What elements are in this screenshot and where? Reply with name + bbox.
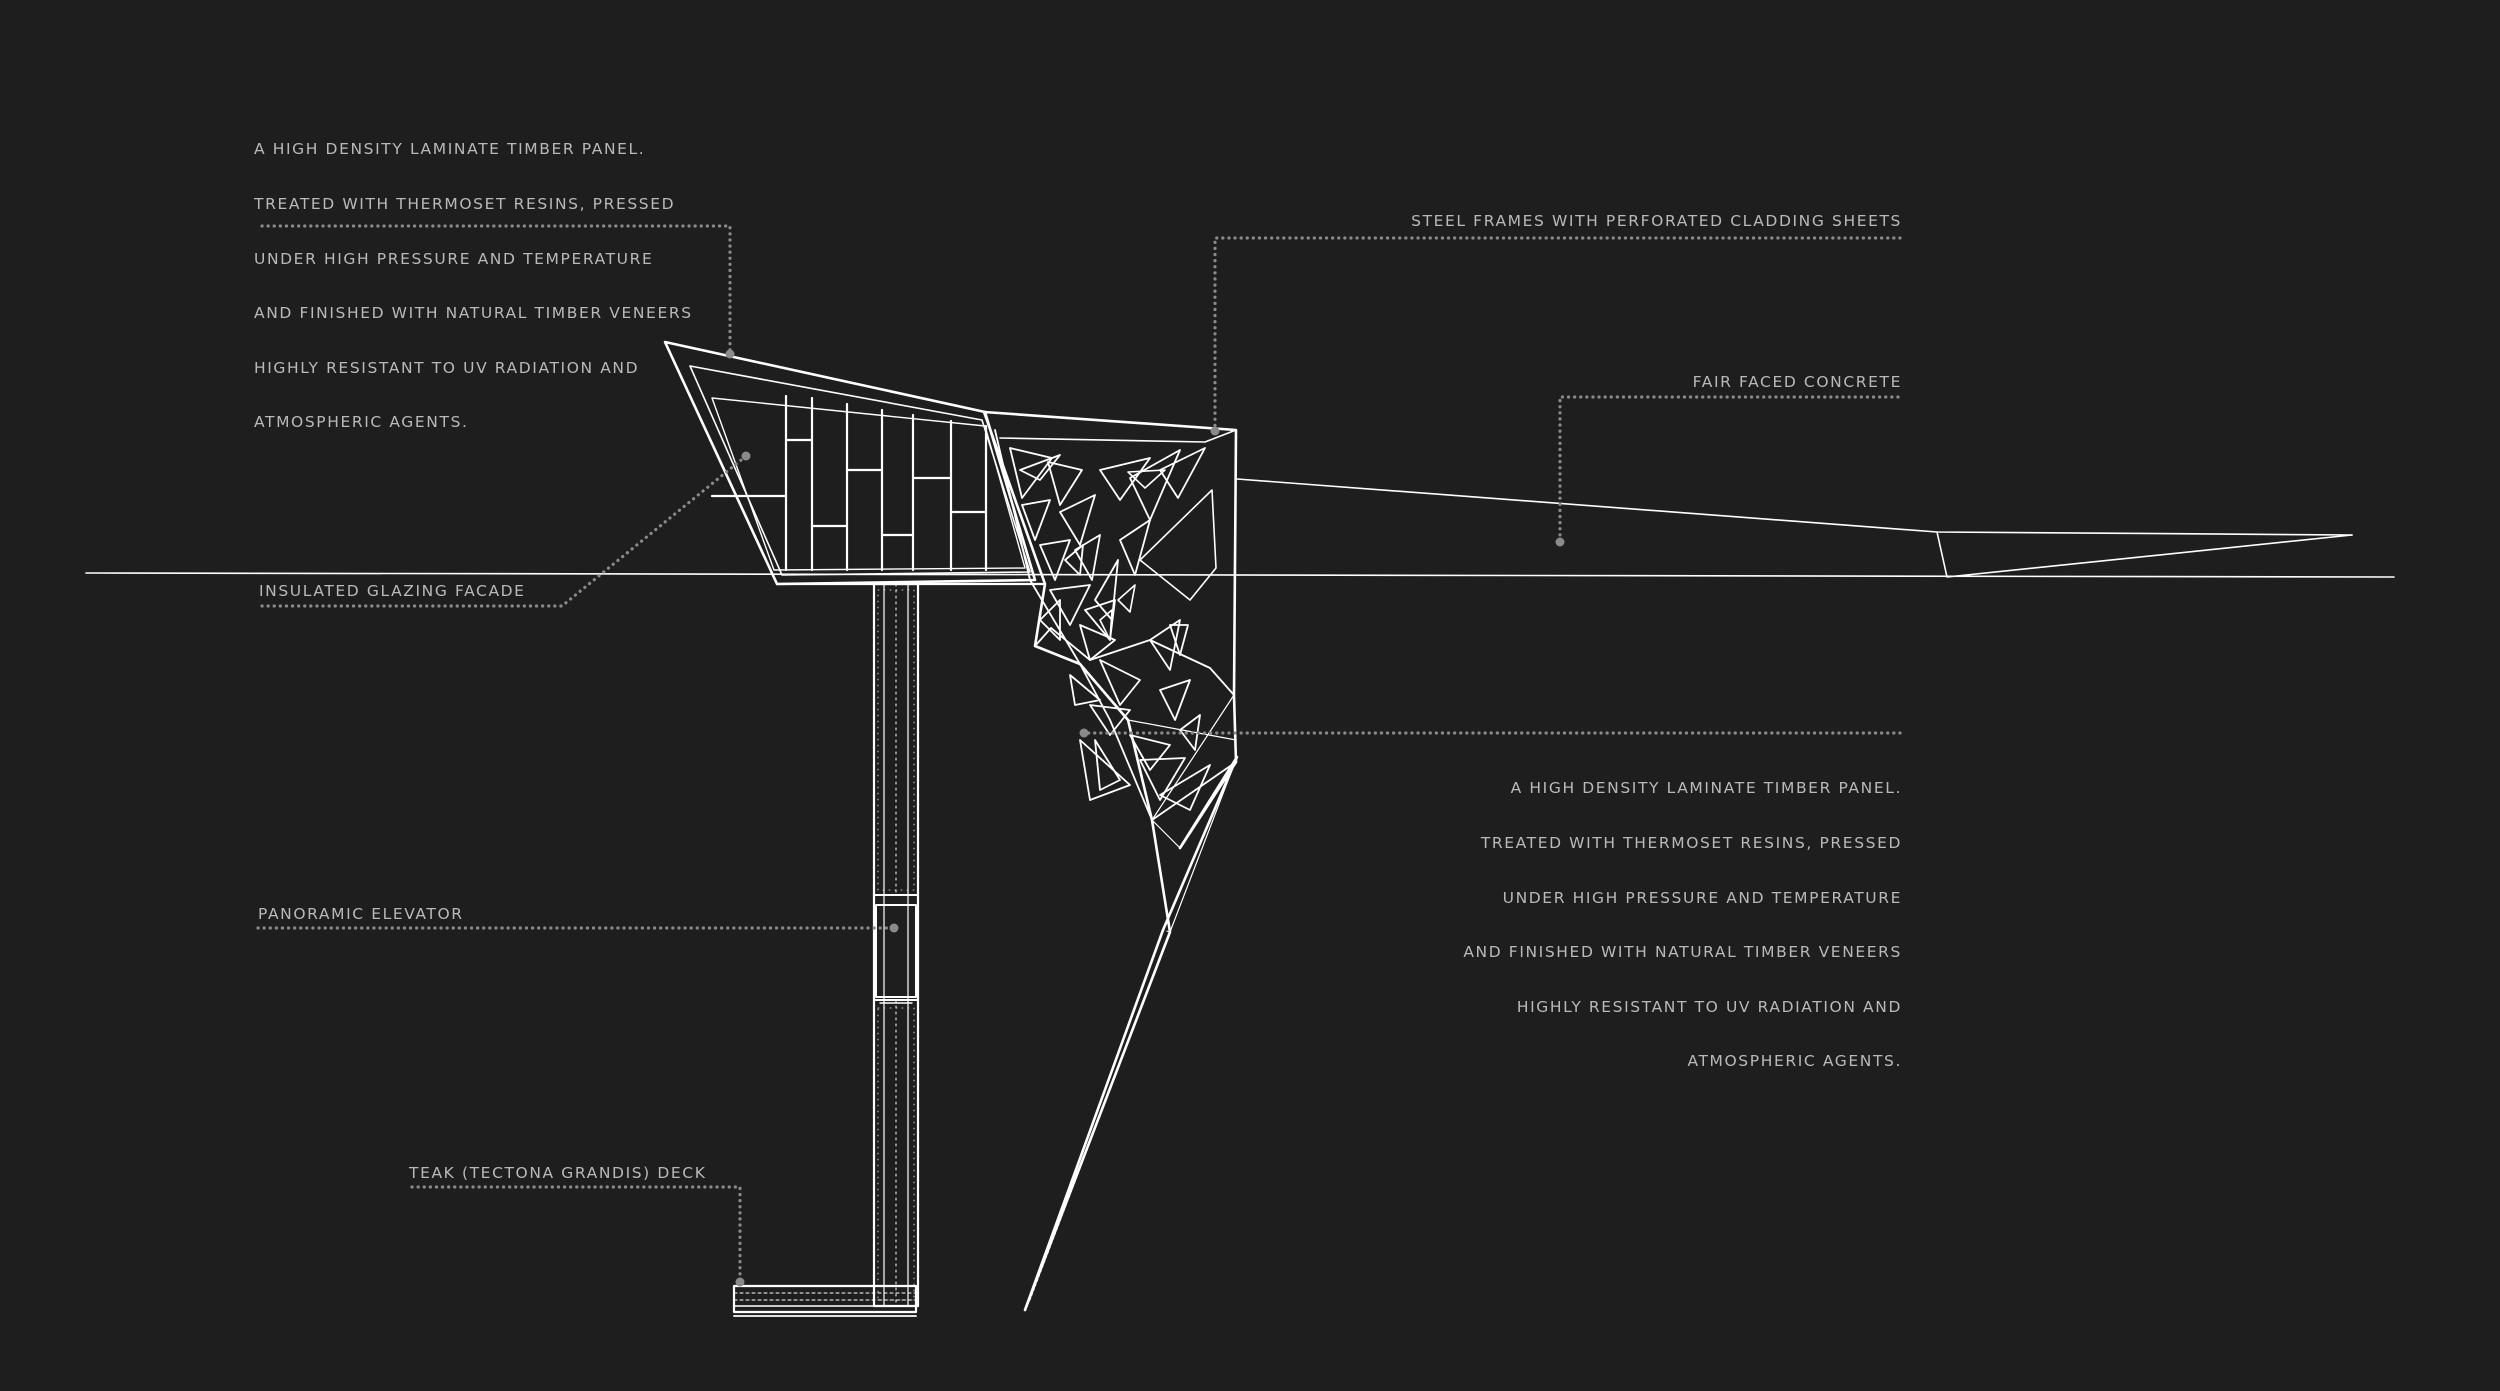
annotation-line: A HIGH DENSITY LAMINATE TIMBER PANEL. — [1510, 779, 1902, 798]
annotation-line: HIGHLY RESISTANT TO UV RADIATION AND — [1516, 997, 1902, 1016]
leader-dot-concrete — [1555, 537, 1565, 547]
leader-dot-deck — [735, 1277, 745, 1287]
leader-insulated-glazing — [260, 454, 748, 608]
annotation-laminate-top: A HIGH DENSITY LAMINATE TIMBER PANEL. TR… — [254, 104, 693, 468]
leader-dot-glazing — [741, 451, 751, 461]
faceted-cladding-volume — [982, 410, 1239, 1312]
leader-steel-frames — [1213, 236, 1902, 433]
leader-fair-faced-concrete — [1558, 395, 1900, 544]
elevator-cab — [875, 904, 917, 998]
annotation-fair-faced-concrete: FAIR FACED CONCRETE — [1692, 373, 1902, 391]
annotation-line: TREATED WITH THERMOSET RESINS, PRESSED — [254, 195, 676, 214]
annotation-line: A HIGH DENSITY LAMINATE TIMBER PANEL. — [254, 140, 646, 159]
leader-dot-steel-frames — [1210, 426, 1220, 436]
ground-line — [85, 572, 2395, 578]
annotation-teak-deck: TEAK (TECTONA GRANDIS) DECK — [409, 1164, 707, 1182]
annotation-line: TREATED WITH THERMOSET RESINS, PRESSED — [1480, 834, 1902, 853]
concrete-ramp — [1236, 478, 2353, 578]
annotation-line: UNDER HIGH PRESSURE AND TEMPERATURE — [254, 249, 654, 268]
teak-deck-structure — [732, 1284, 918, 1317]
annotation-line: ATMOSPHERIC AGENTS. — [1687, 1052, 1902, 1071]
cladding-openings — [1099, 469, 1166, 641]
elevator-tower — [872, 582, 920, 1308]
glazing-mullions — [710, 394, 988, 572]
annotation-panoramic-elevator: PANORAMIC ELEVATOR — [258, 905, 464, 923]
annotation-laminate-right: A HIGH DENSITY LAMINATE TIMBER PANEL. TR… — [1463, 743, 1902, 1107]
annotation-line: ATMOSPHERIC AGENTS. — [254, 413, 469, 432]
annotation-steel-frames: STEEL FRAMES WITH PERFORATED CLADDING SH… — [1411, 212, 1902, 230]
glazed-pavilion — [663, 340, 1047, 586]
annotation-insulated-glazing: INSULATED GLAZING FACADE — [259, 582, 526, 600]
leader-dot-laminate-top — [725, 349, 735, 359]
leader-dot-laminate-right — [1079, 728, 1089, 738]
annotation-line: UNDER HIGH PRESSURE AND TEMPERATURE — [1502, 888, 1902, 907]
annotation-line: HIGHLY RESISTANT TO UV RADIATION AND — [254, 358, 640, 377]
annotation-line: AND FINISHED WITH NATURAL TIMBER VENEERS — [1463, 943, 1902, 962]
leader-teak-deck — [410, 1185, 742, 1284]
leader-dot-elevator — [889, 923, 899, 933]
annotation-line: AND FINISHED WITH NATURAL TIMBER VENEERS — [254, 304, 693, 323]
